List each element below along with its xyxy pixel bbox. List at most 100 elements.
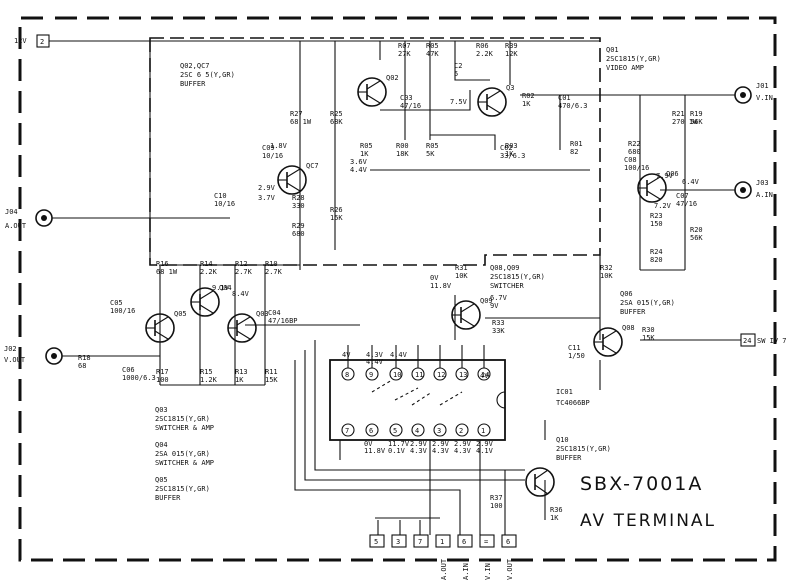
svg-text:J04: J04	[5, 208, 18, 216]
resistor-value: 5K	[426, 150, 435, 158]
ic-pin-voltage: 4.3V	[366, 351, 384, 359]
ic-pin-4: 42.9V4.3V	[410, 423, 428, 455]
supply-12v: 12V 2	[14, 34, 600, 265]
svg-text:Q08,Q09: Q08,Q09	[490, 264, 520, 272]
resistor-value: 68 1W	[156, 268, 178, 276]
svg-text:2SA 015(Y,GR): 2SA 015(Y,GR)	[620, 299, 675, 307]
note-q08: Q08,Q09 2SC1815(Y,GR) SWITCHER	[490, 264, 545, 290]
resistor-ref: R23	[650, 212, 663, 220]
transistor-q02: Q02	[357, 74, 399, 107]
note-q03: Q03 2SC1815(Y,GR) SWITCHER & AMP	[155, 406, 214, 432]
resistor-ref: R37	[490, 494, 503, 502]
resistor-ref: R17	[156, 368, 169, 376]
resistor-ref: R21	[672, 110, 685, 118]
resistor-ref: R36	[550, 506, 563, 514]
resistor-value: 68K	[330, 118, 343, 126]
transistor-qc7: QC7	[277, 162, 319, 195]
capacitor-value: 10/16	[214, 200, 235, 208]
resistor-value: 68	[78, 362, 86, 370]
bottom-pin-number: =	[484, 538, 488, 546]
resistor-value: 10K	[455, 272, 468, 280]
resistor-value: 2.7K	[235, 268, 253, 276]
transistor-q3: Q3	[477, 84, 514, 117]
resistor-ref: R30	[642, 326, 655, 334]
ic-pin-14: 14	[477, 345, 491, 381]
bottom-pin-3: 1A.OUT	[435, 534, 451, 580]
ic-pin-9: 94.3V4.4V	[365, 345, 384, 381]
board-outline	[18, 16, 777, 562]
svg-text:IC01: IC01	[556, 388, 573, 396]
bottom-pin-4: 6A.IN	[457, 534, 473, 580]
resistor-ref: R22	[628, 140, 641, 148]
resistor-ref: R15	[200, 368, 213, 376]
voltage-value: 4V	[480, 372, 489, 380]
connector-j02: J02 V.OUT	[4, 345, 160, 365]
svg-text:Q10: Q10	[556, 436, 569, 444]
svg-text:2: 2	[40, 38, 44, 46]
svg-text:2SC1815(Y,GR): 2SC1815(Y,GR)	[155, 485, 210, 493]
capacitors: C0347/16C25C0233/6.3C01470/6.3C0910/16C1…	[110, 62, 697, 382]
resistor-ref: R12	[235, 260, 248, 268]
ic-pin-label: 9	[369, 371, 373, 379]
voltage-value: 2.9V	[258, 184, 276, 192]
svg-text:Q01: Q01	[606, 46, 619, 54]
voltage-value: 8.4V	[232, 290, 250, 298]
resistor-ref: R28	[292, 194, 305, 202]
resistor-value: 150	[650, 220, 663, 228]
svg-text:2SC1815(Y,GR): 2SC1815(Y,GR)	[556, 445, 611, 453]
capacitor-ref: C04	[268, 309, 281, 317]
resistor-ref: R07	[398, 42, 411, 50]
transistor-label: Q06	[666, 170, 679, 178]
svg-text:BUFFER: BUFFER	[155, 494, 181, 502]
transistor-label: Q08	[622, 324, 635, 332]
resistor-ref: R39	[505, 42, 518, 50]
resistor-ref: R27	[290, 110, 303, 118]
svg-text:V.IN: V.IN	[756, 94, 773, 102]
capacitor-ref: C05	[110, 299, 123, 307]
capacitor-ref: C11	[568, 344, 581, 352]
capacitor-value: 10/16	[262, 152, 283, 160]
ic-pin-label: 7	[345, 427, 349, 435]
svg-text:J01: J01	[756, 82, 769, 90]
transistor-q10	[525, 467, 555, 497]
capacitor-value: 100/16	[624, 164, 649, 172]
svg-text:BUFFER: BUFFER	[620, 308, 646, 316]
ic-pin-label: 13	[459, 371, 467, 379]
voltage-labels: 1.8V2.9V3.7V3.6V4.4V7.5V6.4V7.2V7.9V9.1V…	[212, 98, 700, 380]
svg-text:SWITCHER & AMP: SWITCHER & AMP	[155, 424, 214, 432]
svg-text:SW IV 7: SW IV 7	[757, 337, 787, 345]
resistor-value: 82	[570, 148, 578, 156]
resistor-value: 100	[490, 502, 503, 510]
ic-pin-label: 8	[345, 371, 349, 379]
svg-text:2SC1815(Y,GR): 2SC1815(Y,GR)	[490, 273, 545, 281]
resistor-value: 15K	[330, 214, 343, 222]
ic-pin-label: 14	[481, 371, 489, 379]
bottom-pin-label: V.IN	[484, 563, 492, 580]
bottom-pin-number: 3	[396, 538, 400, 546]
capacitor-ref: C03	[400, 94, 413, 102]
note-q01: Q01 2SC1815(Y,GR) VIDEO AMP	[606, 46, 661, 72]
resistor-ref: R10	[265, 260, 278, 268]
svg-text:A.IN: A.IN	[756, 191, 773, 199]
svg-text:SWITCHER & AMP: SWITCHER & AMP	[155, 459, 214, 467]
ic-pin-voltage: 11.7V	[388, 440, 410, 448]
resistor-ref: R24	[650, 248, 663, 256]
svg-text:Q03: Q03	[155, 406, 168, 414]
resistor-value: 2.7K	[265, 268, 283, 276]
ic-pin-label: 10	[393, 371, 401, 379]
